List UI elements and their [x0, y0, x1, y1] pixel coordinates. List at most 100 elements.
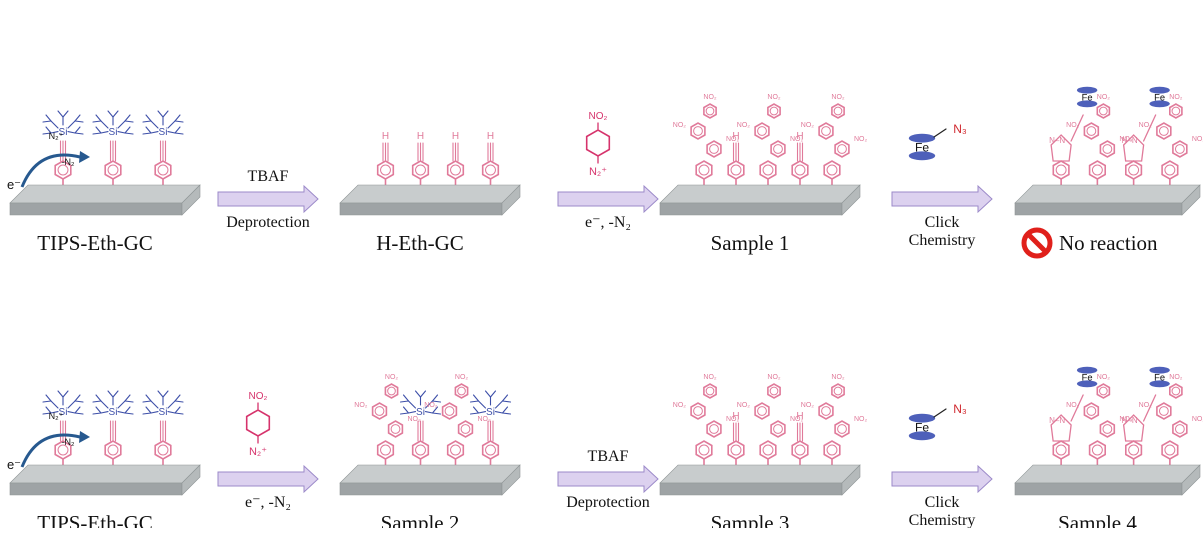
benzene-ring	[1161, 160, 1179, 180]
stage-label: Sample 4	[1058, 511, 1137, 528]
molecule-tips: Si	[42, 110, 84, 192]
hydrogen-label: H	[732, 411, 739, 422]
isopropyl-bond	[95, 126, 102, 134]
aromatic-circle	[1128, 164, 1140, 176]
arrow-shape	[217, 184, 319, 214]
benzene-ring	[703, 383, 717, 399]
benzene-ring	[481, 440, 500, 460]
stage-label: H-Eth-GC	[376, 231, 464, 255]
isopropyl-bond	[57, 390, 64, 398]
aromatic-circle	[457, 386, 466, 396]
nitro-label: NO₂	[854, 136, 868, 143]
isopropyl-bond	[431, 412, 442, 415]
isopropyl-bond	[424, 400, 434, 409]
aromatic-circle	[1158, 126, 1169, 136]
aromatic-circle	[698, 164, 710, 176]
benzene-ring	[791, 160, 809, 180]
benzene-ring	[1169, 383, 1183, 399]
isopropyl-bond	[67, 411, 76, 414]
nitro-label: NO₂	[801, 402, 815, 409]
step-condition-label: Chemistry	[909, 232, 976, 249]
isopropyl-bond	[42, 400, 52, 403]
arrow-shape	[891, 464, 993, 494]
substrate-edge	[841, 184, 861, 216]
nitro-label: NO₂	[831, 94, 845, 101]
aromatic-circle	[1164, 164, 1176, 176]
electron-label: e⁻	[7, 457, 21, 472]
isopropyl-bond	[424, 411, 434, 414]
substrate	[9, 184, 201, 216]
silicon-label: Si	[59, 407, 68, 418]
benzene-ring	[727, 440, 745, 460]
isopropyl-bond	[92, 412, 102, 415]
aromatic-circle	[374, 406, 385, 416]
step-condition-label: Chemistry	[909, 512, 976, 528]
nitro-label: NO₂	[801, 122, 815, 129]
ferrocene: Fe	[1149, 366, 1170, 388]
substrate-side	[339, 482, 503, 496]
molecule-eth: H	[446, 131, 465, 192]
stage-label: Sample 2	[381, 511, 460, 528]
benzene-ring	[371, 402, 388, 420]
isopropyl-bond	[62, 390, 69, 398]
aromatic-circle	[709, 424, 719, 434]
aromatic-circle	[1102, 144, 1113, 154]
reaction-arrow	[891, 464, 993, 494]
benzene-ring	[376, 440, 395, 460]
curl-arrow-head	[79, 431, 90, 443]
isopropyl-bond	[472, 406, 480, 414]
molecule-eth: H	[411, 131, 430, 192]
isopropyl-bond	[74, 120, 84, 123]
substrate-top	[659, 464, 861, 484]
aromatic-circle	[693, 126, 703, 136]
isopropyl-bond	[150, 120, 159, 129]
aromatic-circle	[390, 424, 401, 434]
benzene-ring	[818, 402, 834, 420]
isopropyl-bond	[124, 400, 134, 403]
benzene-ring	[1125, 160, 1143, 180]
isopropyl-bond	[50, 400, 59, 409]
isopropyl-bond	[162, 110, 169, 118]
triazole-ring	[1122, 414, 1145, 442]
benzene-ring	[695, 440, 713, 460]
aromatic-circle	[415, 164, 426, 176]
substrate-top	[9, 184, 201, 204]
aromatic-circle	[833, 106, 843, 116]
isopropyl-bond	[174, 394, 181, 402]
triazole-ring	[1122, 134, 1145, 162]
benzene-ring	[690, 122, 706, 140]
step-condition-label: Deprotection	[226, 214, 310, 231]
benzene-ring	[54, 160, 72, 180]
substrate-top	[9, 464, 201, 484]
isopropyl-bond	[92, 120, 102, 123]
cyclopentadienyl-top	[1149, 366, 1170, 374]
isopropyl-bond	[431, 406, 439, 414]
benzene-ring	[481, 160, 500, 180]
iron-label: Fe	[915, 140, 929, 154]
aromatic-circle	[1174, 424, 1185, 434]
isopropyl-bond	[74, 406, 81, 414]
isopropyl-bond	[167, 400, 176, 409]
nitro-label: NO₂	[854, 416, 868, 423]
hydrogen-label: H	[732, 131, 739, 142]
isopropyl-bond	[472, 394, 480, 402]
iron-label: Fe	[1082, 372, 1093, 382]
molecule-tips: Si	[142, 110, 184, 192]
isopropyl-bond	[145, 406, 152, 414]
nitro-label: NO₂	[1097, 94, 1111, 101]
arrow-shape	[557, 464, 659, 494]
isopropyl-bond	[100, 400, 109, 409]
benzene-ring	[727, 160, 745, 180]
aromatic-circle	[698, 444, 710, 456]
stage-label: No reaction	[1059, 231, 1158, 255]
isopropyl-bond	[92, 400, 102, 403]
isopropyl-bond	[142, 120, 152, 123]
stage-label: TIPS-Eth-GC	[37, 231, 153, 255]
